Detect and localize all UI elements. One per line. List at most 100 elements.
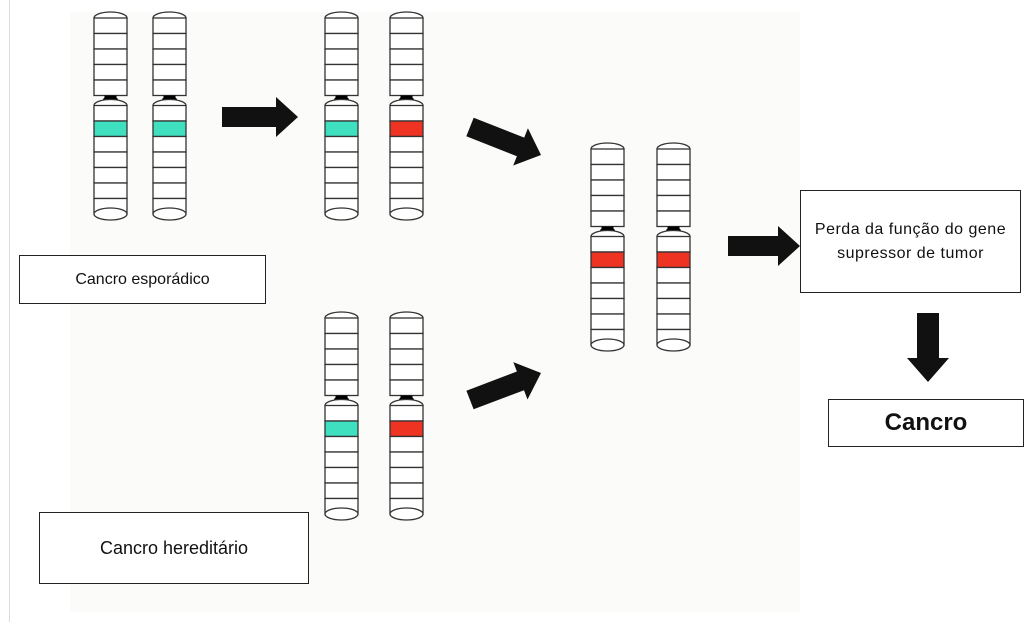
chromosome-band xyxy=(324,48,359,66)
chromosome-band xyxy=(389,332,424,350)
chromosome-band xyxy=(656,266,691,284)
arrow-to-cancer xyxy=(907,313,949,382)
chromosome-band xyxy=(93,79,128,97)
chromosome-band xyxy=(656,297,691,315)
chromosome-bottom-cap xyxy=(590,338,625,352)
chromosome-band xyxy=(152,17,187,35)
chromosome-band xyxy=(93,17,128,35)
chromosome-pair-sporadic-first-hit xyxy=(324,11,424,221)
chromosome-band xyxy=(590,148,625,166)
chromosome-band xyxy=(389,79,424,97)
chromosome xyxy=(389,11,424,221)
chromosome-band xyxy=(656,313,691,331)
cancer-label: Cancro xyxy=(828,399,1024,447)
chromosome-band xyxy=(152,63,187,81)
chromosome-band xyxy=(152,32,187,50)
chromosome xyxy=(590,142,625,352)
chromosome-pair-hereditary-initial xyxy=(324,311,424,521)
chromosome-band xyxy=(324,317,359,335)
chromosome-band xyxy=(93,151,128,169)
chromosome-band xyxy=(590,266,625,284)
chromosome-band xyxy=(590,313,625,331)
chromosome-band xyxy=(93,135,128,153)
chromosome-band xyxy=(324,482,359,500)
chromosome-band xyxy=(389,182,424,200)
mutant-allele-band xyxy=(389,420,424,438)
chromosome-band xyxy=(324,466,359,484)
chromosome-bottom-cap xyxy=(324,207,359,221)
chromosome-band xyxy=(324,63,359,81)
chromosome-band xyxy=(590,297,625,315)
left-divider xyxy=(9,0,10,622)
chromosome-band xyxy=(93,32,128,50)
chromosome-band xyxy=(389,363,424,381)
chromosome-band xyxy=(324,166,359,184)
chromosome xyxy=(389,311,424,521)
chromosome-band xyxy=(324,332,359,350)
chromosome-band xyxy=(590,210,625,228)
chromosome-band xyxy=(93,166,128,184)
chromosome-band xyxy=(389,348,424,366)
chromosome-band xyxy=(656,194,691,212)
chromosome-band xyxy=(656,210,691,228)
chromosome-band xyxy=(324,104,359,122)
chromosome-band xyxy=(656,148,691,166)
chromosome-band xyxy=(389,17,424,35)
sporadic-cancer-label: Cancro esporádico xyxy=(19,255,266,304)
chromosome-band xyxy=(590,282,625,300)
chromosome-band xyxy=(324,348,359,366)
chromosome-bottom-cap xyxy=(389,507,424,521)
arrow-first-hit xyxy=(222,97,298,137)
chromosome-band xyxy=(324,404,359,422)
chromosome-band xyxy=(389,482,424,500)
chromosome-bottom-cap xyxy=(324,507,359,521)
chromosome-band xyxy=(389,379,424,397)
chromosome-band xyxy=(324,379,359,397)
mutant-allele-band xyxy=(389,120,424,138)
chromosome-band xyxy=(324,151,359,169)
chromosome-band xyxy=(389,451,424,469)
chromosome-band xyxy=(152,48,187,66)
chromosome xyxy=(324,311,359,521)
chromosome-bottom-cap xyxy=(93,207,128,221)
chromosome-band xyxy=(324,435,359,453)
normal-allele-band xyxy=(324,120,359,138)
hereditary-cancer-label: Cancro hereditário xyxy=(39,512,309,584)
chromosome-band xyxy=(656,235,691,253)
arrow-to-loss-of-function xyxy=(728,226,800,266)
chromosome-band xyxy=(152,182,187,200)
chromosome-band xyxy=(389,63,424,81)
chromosome-band xyxy=(324,32,359,50)
normal-allele-band xyxy=(152,120,187,138)
chromosome-band xyxy=(152,135,187,153)
chromosome-pair-sporadic-initial xyxy=(93,11,187,221)
chromosome xyxy=(324,11,359,221)
chromosome xyxy=(152,11,187,221)
chromosome-band xyxy=(93,104,128,122)
chromosome-band xyxy=(324,79,359,97)
chromosome-band xyxy=(389,404,424,422)
chromosome-band xyxy=(324,363,359,381)
chromosome-band xyxy=(324,451,359,469)
chromosome-band xyxy=(389,135,424,153)
chromosome-band xyxy=(389,151,424,169)
chromosome-bottom-cap xyxy=(152,207,187,221)
chromosome-band xyxy=(152,151,187,169)
chromosome-bottom-cap xyxy=(389,207,424,221)
chromosome-band xyxy=(389,317,424,335)
chromosome-pair-second-hit xyxy=(590,142,691,352)
chromosome xyxy=(93,11,128,221)
chromosome xyxy=(656,142,691,352)
chromosome-band xyxy=(152,166,187,184)
chromosome-band xyxy=(324,182,359,200)
chromosome-band xyxy=(389,32,424,50)
arrow-to-second-hit-hereditary xyxy=(466,362,541,410)
normal-allele-band xyxy=(324,420,359,438)
tumor-suppressor-loss-label: Perda da função do gene supressor de tum… xyxy=(800,190,1021,293)
chromosome-band xyxy=(656,179,691,197)
mutant-allele-band xyxy=(656,251,691,269)
arrow-to-second-hit-sporadic xyxy=(466,117,541,166)
chromosome-band xyxy=(152,104,187,122)
chromosome-band xyxy=(590,179,625,197)
